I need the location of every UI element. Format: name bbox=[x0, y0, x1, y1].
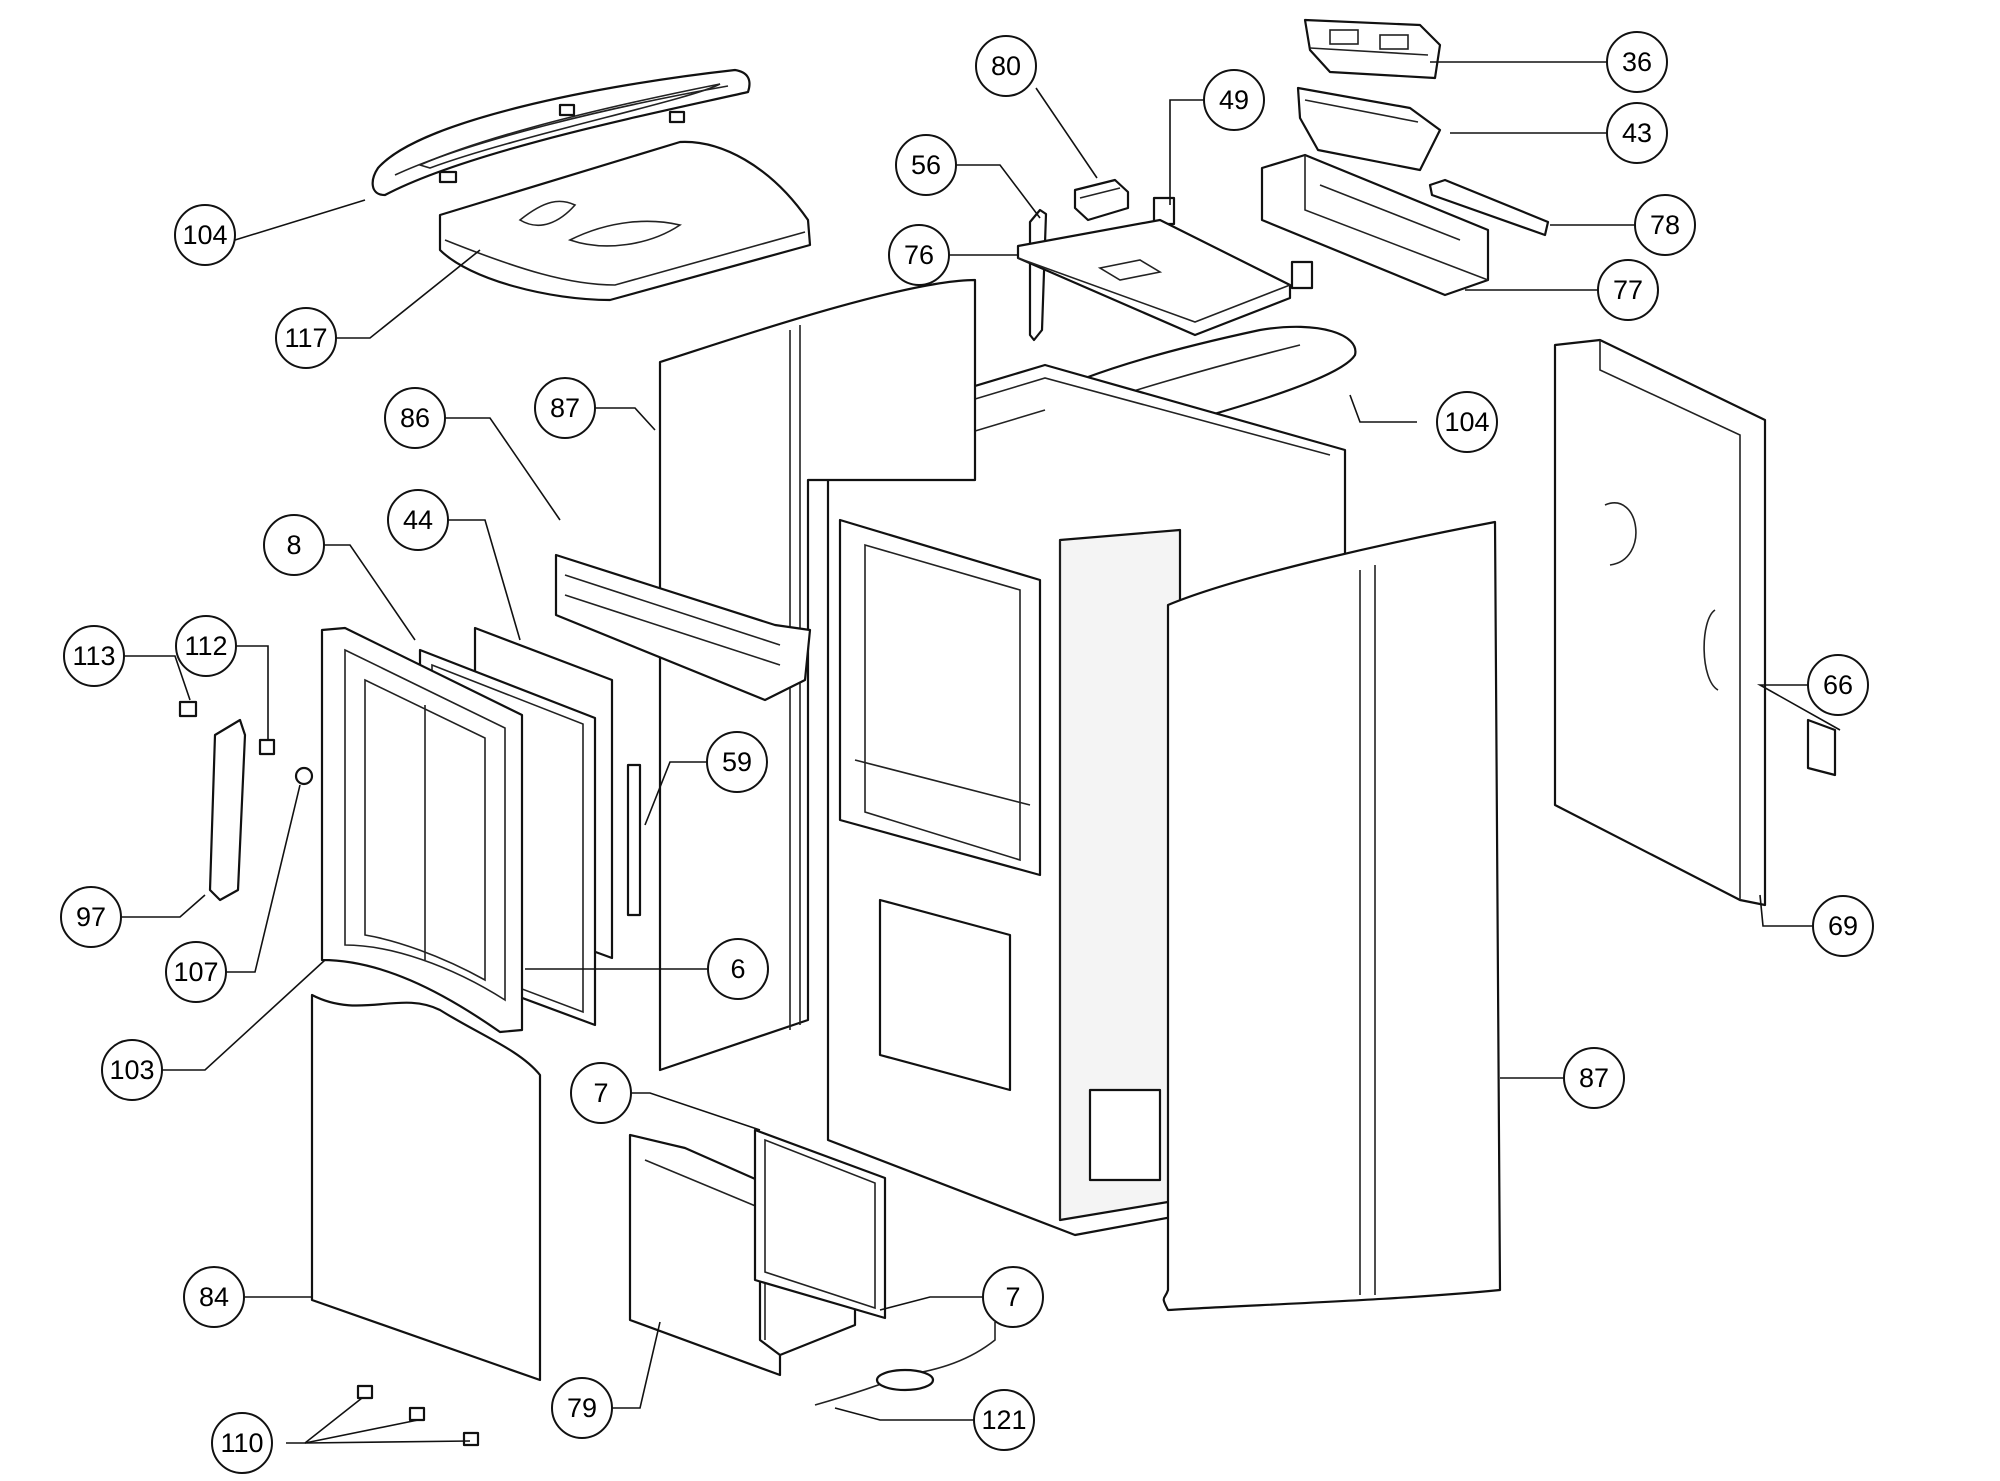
svg-text:104: 104 bbox=[1444, 407, 1489, 437]
callout-56: 56 bbox=[895, 134, 957, 196]
part-84-front-panel bbox=[310, 993, 542, 1382]
part-77-channel bbox=[1260, 153, 1490, 297]
svg-text:44: 44 bbox=[403, 505, 433, 535]
part-7-gasket bbox=[753, 1128, 887, 1320]
callout-97: 97 bbox=[60, 886, 122, 948]
callout-44: 44 bbox=[387, 489, 449, 551]
callout-66: 66 bbox=[1807, 654, 1869, 716]
part-87-left-panel bbox=[658, 278, 977, 1072]
svg-text:8: 8 bbox=[286, 530, 301, 560]
part-56-rod bbox=[1028, 208, 1048, 342]
part-110-screws bbox=[356, 1384, 480, 1447]
callout-36: 36 bbox=[1606, 31, 1668, 93]
part-87-right-panel bbox=[1162, 520, 1502, 1312]
svg-text:121: 121 bbox=[981, 1405, 1026, 1435]
svg-text:69: 69 bbox=[1828, 911, 1858, 941]
svg-text:112: 112 bbox=[184, 631, 227, 661]
callout-84: 84 bbox=[183, 1266, 245, 1328]
svg-text:117: 117 bbox=[284, 323, 327, 353]
part-103-door bbox=[320, 626, 524, 1034]
part-49-bracket bbox=[1152, 196, 1314, 290]
part-78-strip bbox=[1428, 178, 1550, 237]
callout-86: 86 bbox=[384, 387, 446, 449]
part-59-strip bbox=[626, 763, 642, 917]
part-86-bracket bbox=[554, 553, 812, 702]
svg-text:36: 36 bbox=[1622, 47, 1652, 77]
svg-text:76: 76 bbox=[904, 240, 934, 270]
callout-107: 107 bbox=[165, 941, 227, 1003]
svg-text:79: 79 bbox=[567, 1393, 597, 1423]
part-107-washer bbox=[294, 766, 314, 786]
part-66-clip bbox=[1806, 718, 1837, 777]
callout-69: 69 bbox=[1812, 895, 1874, 957]
callout-79: 79 bbox=[551, 1377, 613, 1439]
svg-text:104: 104 bbox=[182, 220, 227, 250]
callout-87-right: 87 bbox=[1563, 1047, 1625, 1109]
svg-text:77: 77 bbox=[1613, 275, 1643, 305]
callout-59: 59 bbox=[706, 731, 768, 793]
svg-text:66: 66 bbox=[1823, 670, 1853, 700]
part-112-nut bbox=[258, 738, 276, 756]
svg-text:87: 87 bbox=[550, 393, 580, 423]
svg-text:87: 87 bbox=[1579, 1063, 1609, 1093]
callout-77: 77 bbox=[1597, 259, 1659, 321]
part-97-handle bbox=[208, 718, 247, 902]
leader-lines bbox=[121, 61, 1841, 1444]
svg-text:107: 107 bbox=[173, 957, 218, 987]
part-top-lid bbox=[438, 140, 812, 302]
callout-104-top: 104 bbox=[174, 204, 236, 266]
part-36-lid bbox=[1303, 18, 1442, 80]
svg-text:6: 6 bbox=[730, 954, 745, 984]
part-121-tool bbox=[814, 1322, 996, 1406]
svg-text:49: 49 bbox=[1219, 85, 1249, 115]
svg-text:86: 86 bbox=[400, 403, 430, 433]
callout-104-body: 104 bbox=[1436, 391, 1498, 453]
svg-text:113: 113 bbox=[72, 641, 115, 671]
callout-8: 8 bbox=[263, 514, 325, 576]
callout-7-bottom: 7 bbox=[982, 1266, 1044, 1328]
callout-49: 49 bbox=[1203, 69, 1265, 131]
svg-text:110: 110 bbox=[220, 1428, 263, 1458]
part-69-back-panel bbox=[1553, 338, 1767, 907]
part-43-tray bbox=[1296, 86, 1442, 172]
svg-text:43: 43 bbox=[1622, 118, 1652, 148]
callout-78: 78 bbox=[1634, 194, 1696, 256]
svg-text:80: 80 bbox=[991, 51, 1021, 81]
part-113-screw bbox=[178, 700, 198, 718]
part-top-trim-left bbox=[371, 68, 751, 197]
svg-text:59: 59 bbox=[722, 747, 752, 777]
svg-text:56: 56 bbox=[911, 150, 941, 180]
callout-7-top: 7 bbox=[570, 1062, 632, 1124]
callout-6: 6 bbox=[707, 938, 769, 1000]
svg-text:103: 103 bbox=[109, 1055, 154, 1085]
callout-87-left: 87 bbox=[534, 377, 596, 439]
part-main-body bbox=[826, 363, 1347, 1237]
callout-112: 112 bbox=[175, 615, 237, 677]
part-80 bbox=[1073, 178, 1130, 222]
callout-80: 80 bbox=[975, 35, 1037, 97]
svg-text:7: 7 bbox=[593, 1078, 608, 1108]
callout-76: 76 bbox=[888, 224, 950, 286]
part-76-plate bbox=[1016, 218, 1292, 337]
svg-text:97: 97 bbox=[76, 902, 106, 932]
svg-text:78: 78 bbox=[1650, 210, 1680, 240]
callout-43: 43 bbox=[1606, 102, 1668, 164]
callout-110: 110 bbox=[211, 1412, 273, 1474]
callout-113: 113 bbox=[63, 625, 125, 687]
svg-text:7: 7 bbox=[1005, 1282, 1020, 1312]
svg-text:84: 84 bbox=[199, 1282, 229, 1312]
callout-121: 121 bbox=[973, 1389, 1035, 1451]
callout-103: 103 bbox=[101, 1039, 163, 1101]
callout-117: 117 bbox=[275, 307, 337, 369]
